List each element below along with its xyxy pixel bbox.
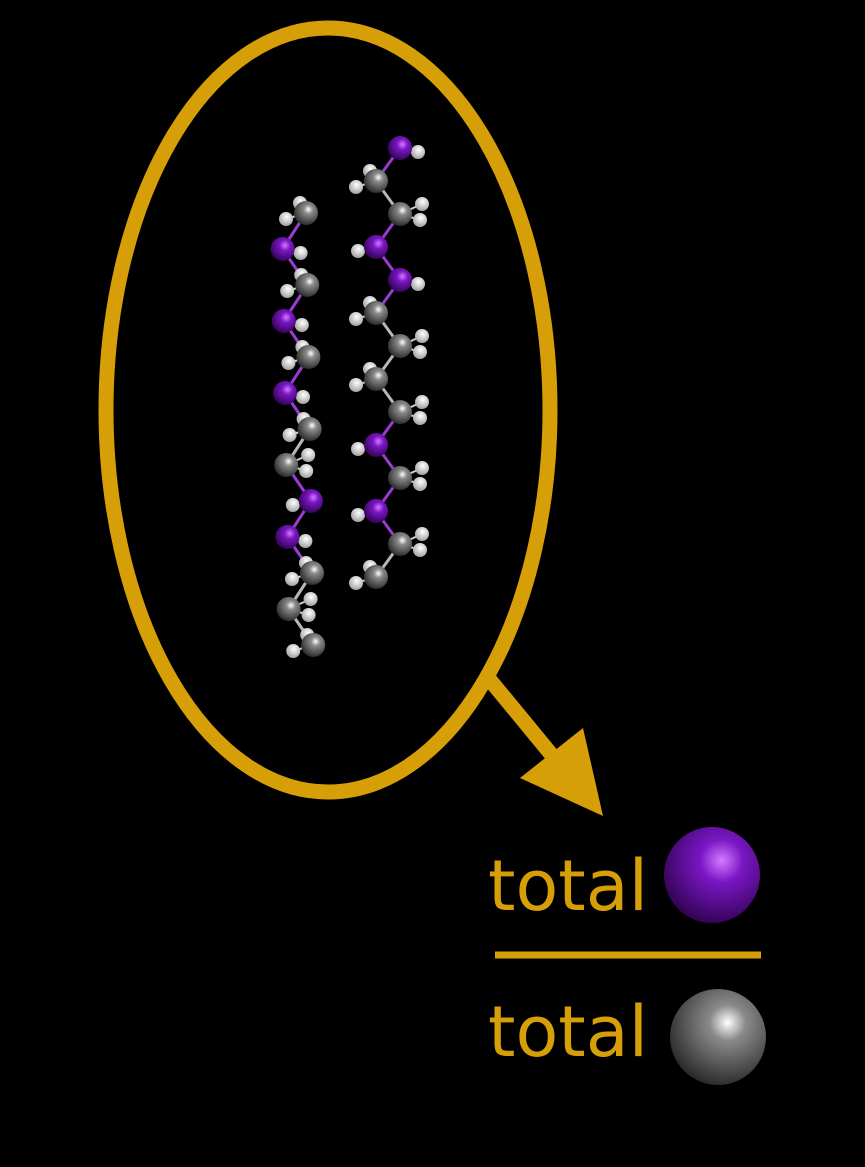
left-chain-gray-atom [294,201,318,225]
right-chain-hydrogen-atom [413,411,427,425]
gray-sphere-icon [670,989,766,1085]
left-chain-gray-atom [297,417,322,441]
right-chain-purple-atom [364,433,388,457]
left-chain-hydrogen-atom [301,448,316,462]
right-chain-gray-atom [364,169,388,193]
right-chain-hydrogen-atom [415,527,429,541]
right-chain-gray-atom [364,367,388,391]
right-chain-hydrogen-atom [411,145,425,159]
atoms-layer [270,136,429,658]
right-chain-gray-atom [388,466,412,490]
right-chain-purple-atom [364,499,388,523]
right-chain-hydrogen-atom [415,197,429,211]
right-chain-hydrogen-atom [413,543,427,557]
left-chain-purple-atom [270,237,295,261]
left-chain-hydrogen-atom [293,246,308,260]
left-chain-hydrogen-atom [280,284,295,298]
left-chain-hydrogen-atom [298,534,313,548]
left-chain-purple-atom [273,381,297,405]
left-chain-gray-atom [276,597,301,621]
molecule-chains [270,136,429,658]
left-chain-gray-atom [296,345,321,369]
left-chain-hydrogen-atom [281,356,296,370]
right-chain-hydrogen-atom [351,442,365,456]
left-chain-hydrogen-atom [303,592,318,606]
purple-sphere-icon [664,827,760,923]
left-chain-purple-atom [275,525,300,549]
left-chain-hydrogen-atom [294,318,309,332]
right-chain-gray-atom [388,202,412,226]
left-chain-hydrogen-atom [282,428,297,442]
right-chain-purple-atom [388,136,412,160]
left-chain-gray-atom [295,273,320,297]
right-chain-hydrogen-atom [415,395,429,409]
right-chain-hydrogen-atom [351,508,365,522]
left-chain-gray-atom [301,633,326,657]
right-chain-hydrogen-atom [349,378,363,392]
arrow-icon [484,675,603,816]
left-chain-hydrogen-atom [286,644,301,658]
denominator-label: total [488,991,648,1073]
left-chain-hydrogen-atom [285,572,299,586]
right-chain-gray-atom [388,532,412,556]
right-chain-hydrogen-atom [349,312,363,326]
right-chain-hydrogen-atom [415,329,429,343]
right-chain-hydrogen-atom [411,277,425,291]
right-chain-hydrogen-atom [349,576,363,590]
left-chain-hydrogen-atom [299,464,314,478]
right-chain-gray-atom [388,400,412,424]
right-chain-hydrogen-atom [349,180,363,194]
left-chain-hydrogen-atom [301,608,316,622]
numerator-label: total [488,845,648,927]
right-chain-hydrogen-atom [413,213,427,227]
right-chain-purple-atom [388,268,412,292]
right-chain-purple-atom [364,235,388,259]
right-chain-gray-atom [388,334,412,358]
left-chain-gray-atom [300,561,324,585]
left-chain-purple-atom [298,489,323,513]
right-chain-hydrogen-atom [413,345,427,359]
right-chain-gray-atom [364,301,388,325]
right-chain-hydrogen-atom [351,244,365,258]
left-chain-gray-atom [274,453,299,477]
right-chain-gray-atom [364,565,388,589]
left-chain-hydrogen-atom [296,390,310,404]
selection-ellipse [98,20,558,800]
left-chain-hydrogen-atom [279,212,293,226]
left-chain-hydrogen-atom [285,498,300,512]
left-chain-purple-atom [271,309,296,333]
right-chain-hydrogen-atom [415,461,429,475]
right-chain-hydrogen-atom [413,477,427,491]
